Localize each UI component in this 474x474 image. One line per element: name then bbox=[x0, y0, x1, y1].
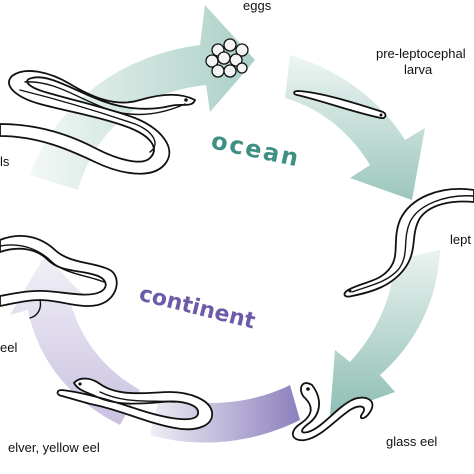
label-pre-leptocephalus-2: larva bbox=[404, 62, 433, 77]
arrow-eggs-to-larva bbox=[285, 55, 425, 200]
pre-leptocephalus-larva-icon bbox=[293, 90, 387, 120]
label-adults: ls bbox=[0, 154, 10, 169]
silver-eel-icon bbox=[0, 235, 118, 319]
adult-eels-icon bbox=[0, 70, 196, 175]
label-silver-eel: eel bbox=[0, 340, 17, 355]
elver-yellow-eel-icon bbox=[56, 377, 213, 431]
continent-label: continent bbox=[137, 282, 259, 335]
leptocephalus-icon bbox=[343, 188, 474, 298]
label-elver-yellow-eel: elver, yellow eel bbox=[8, 440, 100, 455]
label-leptocephalus: lept bbox=[450, 232, 471, 247]
label-pre-leptocephalus-1: pre-leptocephal bbox=[376, 46, 466, 61]
eggs-icon bbox=[205, 38, 249, 78]
label-glass-eel: glass eel bbox=[386, 434, 437, 449]
glass-eel-icon bbox=[291, 382, 374, 442]
ocean-label: ocean bbox=[209, 126, 303, 172]
label-eggs: eggs bbox=[243, 0, 272, 13]
arrow-larva-to-glass-eel bbox=[330, 250, 440, 415]
